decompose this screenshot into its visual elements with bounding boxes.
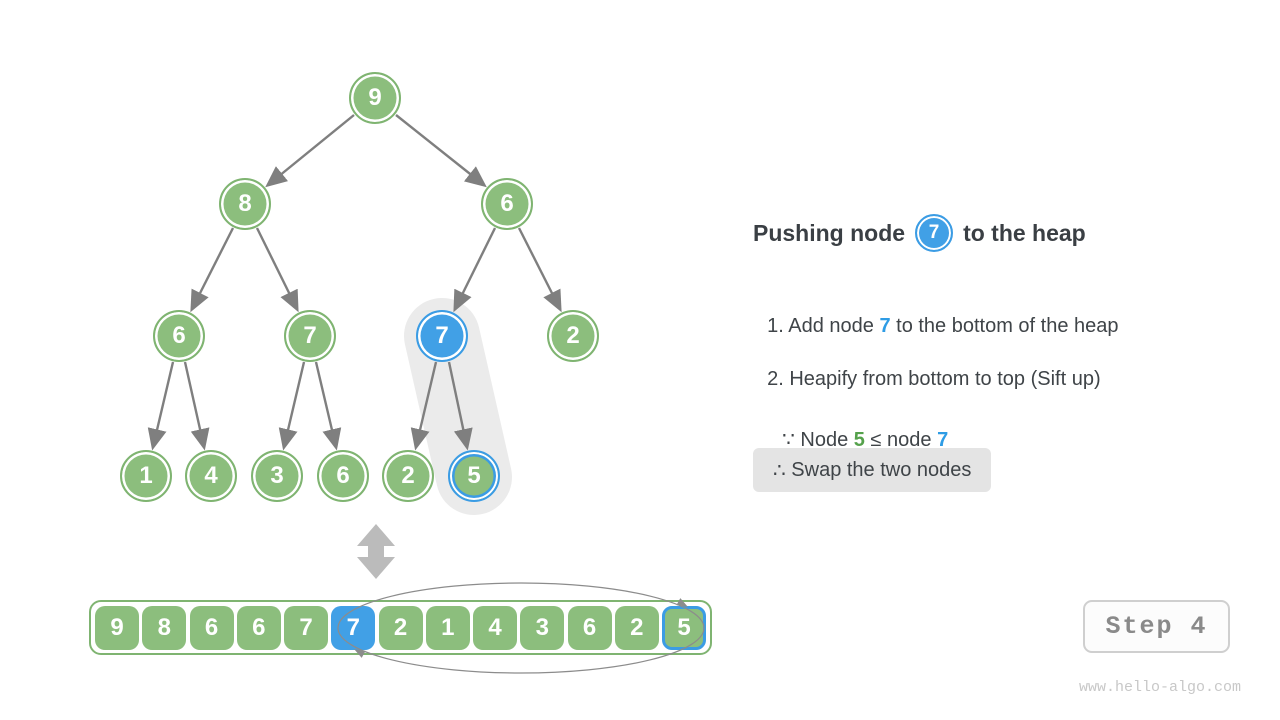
because-pre: Node [794, 429, 854, 451]
array-cell: 4 [473, 605, 517, 650]
array-cell: 6 [236, 605, 281, 650]
array-cell: 1 [425, 605, 470, 650]
array-cell-swap-target: 5 [662, 605, 706, 650]
tree-node: 6 [481, 178, 533, 230]
therefore-text: Swap the two nodes [785, 458, 972, 481]
therefore-box: ∴ Swap the two nodes [753, 448, 992, 492]
step-1-post: to the bottom of the heap [890, 315, 1119, 337]
array-cell: 8 [142, 605, 187, 650]
tree-edges [147, 114, 562, 451]
panel-title-pre: Pushing node [753, 219, 906, 246]
array-cell: 2 [614, 605, 659, 650]
therefore-symbol: ∴ [773, 459, 786, 482]
array-cell-pushed: 7 [331, 605, 376, 650]
heap-array: 9 8 6 6 7 7 2 1 4 3 6 2 5 [89, 600, 712, 655]
tree-node: 6 [317, 450, 369, 502]
because-mid: ≤ node [864, 429, 938, 451]
tree-node: 3 [251, 450, 303, 502]
tree-node: 2 [382, 450, 434, 502]
because-symbol: ∵ [782, 429, 795, 451]
array-cell: 6 [189, 605, 234, 650]
panel-title: Pushing node 7 to the heap [753, 212, 1086, 254]
tree-node: 8 [219, 178, 271, 230]
tree-array-equivalence-arrow [357, 524, 395, 579]
array-cell: 6 [567, 605, 612, 650]
tree-node: 7 [284, 310, 336, 362]
array-cell: 3 [520, 605, 565, 650]
tree-node-swap-target: 5 [448, 450, 500, 502]
because-node-7: 7 [937, 429, 949, 451]
step-1-node-value: 7 [879, 315, 891, 337]
array-cell: 2 [378, 605, 423, 650]
tree-node: 2 [547, 310, 599, 362]
tree-node: 9 [349, 72, 401, 124]
step-2-text: 2. Heapify from bottom to top (Sift up) [756, 345, 1101, 391]
step-2-label: 2. Heapify from bottom to top (Sift up) [767, 368, 1101, 390]
step-indicator: Step 4 [1083, 600, 1230, 653]
because-line: ∵ Node 5 ≤ node 7 [771, 404, 948, 452]
panel-title-post: to the heap [963, 219, 1086, 246]
tree-node: 6 [153, 310, 205, 362]
tree-node: 4 [185, 450, 237, 502]
step-1-pre: 1. Add node [767, 315, 880, 337]
array-cell: 7 [284, 605, 328, 650]
tree-node-pushed: 7 [416, 310, 468, 362]
because-node-5: 5 [853, 429, 865, 451]
step-1-text: 1. Add node 7 to the bottom of the heap [756, 292, 1119, 338]
watermark: www.hello-algo.com [1078, 679, 1242, 696]
tree-node: 1 [120, 450, 172, 502]
array-cell: 9 [95, 605, 139, 650]
pushed-node-badge: 7 [915, 214, 954, 252]
